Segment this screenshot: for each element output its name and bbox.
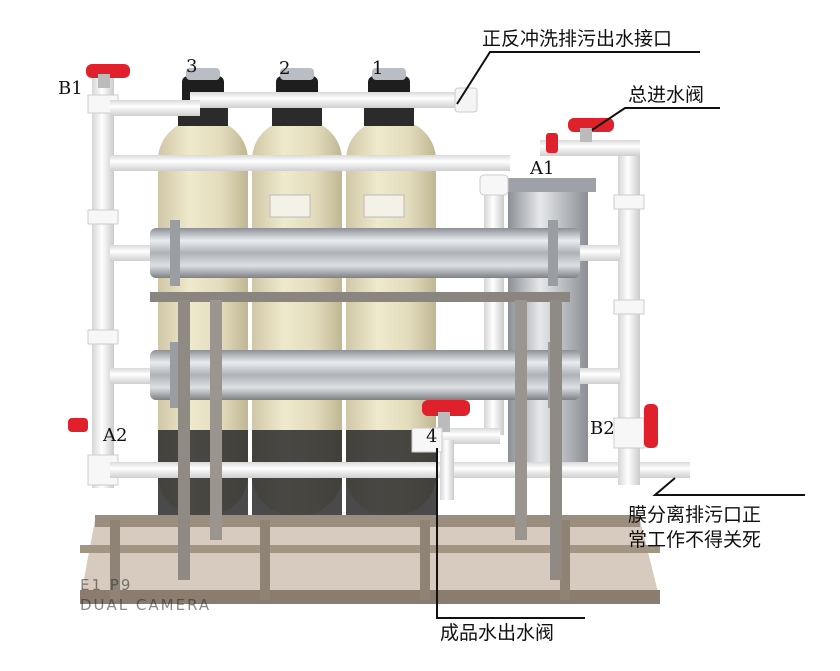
tag-3: 3 bbox=[186, 56, 198, 77]
filter-tank-3 bbox=[158, 120, 248, 515]
camera-watermark-line1: E1 P9 bbox=[80, 576, 133, 594]
valve-b2-handle bbox=[644, 404, 658, 448]
tag-a2: A2 bbox=[103, 425, 128, 446]
tag-1: 1 bbox=[372, 58, 384, 79]
steel-stand bbox=[150, 292, 570, 580]
tag-2: 2 bbox=[279, 58, 291, 79]
callout-lines bbox=[436, 51, 805, 619]
valve-4-handle bbox=[411, 400, 470, 453]
valve-a2-handle bbox=[68, 418, 88, 432]
product-water-valve-label: 成品水出水阀 bbox=[440, 622, 555, 644]
valve-inlet-handle bbox=[568, 118, 614, 142]
valve-a1-handle bbox=[546, 133, 558, 153]
tag-4: 4 bbox=[426, 426, 438, 447]
base-frame bbox=[80, 515, 660, 604]
membrane-drain-note-line1: 膜分离排污口正 bbox=[628, 504, 762, 526]
camera-watermark-line2: DUAL CAMERA bbox=[80, 596, 212, 614]
tag-b1: B1 bbox=[58, 78, 83, 99]
membrane-housing-upper bbox=[150, 220, 580, 286]
filter-tank-1 bbox=[346, 120, 436, 515]
filter-tank-2 bbox=[252, 120, 342, 515]
tag-a1: A1 bbox=[530, 158, 555, 179]
valve-b1-handle bbox=[86, 64, 130, 88]
main-inlet-valve-label: 总进水阀 bbox=[628, 84, 705, 106]
backwash-outlet-label: 正反冲洗排污出水接口 bbox=[482, 28, 673, 50]
tag-b2: B2 bbox=[590, 418, 615, 439]
membrane-drain-note-line2: 常工作不得关死 bbox=[628, 529, 762, 551]
